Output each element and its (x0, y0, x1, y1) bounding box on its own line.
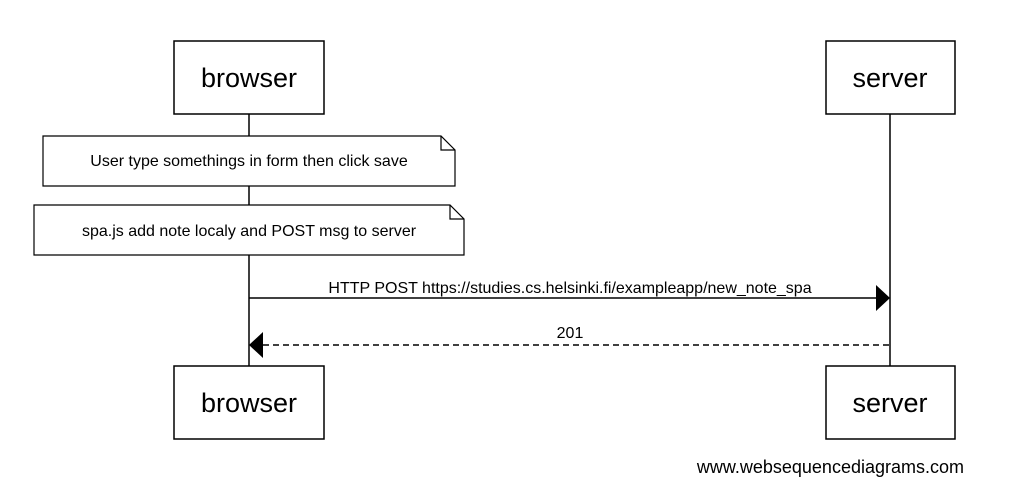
footer-watermark: www.websequencediagrams.com (696, 457, 964, 477)
note-user-action-text: User type somethings in form then click … (90, 153, 408, 170)
browser-actor-bottom-label: browser (201, 388, 297, 418)
browser-actor-bottom: browser (173, 365, 325, 440)
server-actor-top-label: server (852, 63, 927, 93)
note-user-action: User type somethings in form then click … (42, 135, 456, 187)
server-actor-bottom-label: server (852, 388, 927, 418)
message-http-post-arrowhead (876, 285, 890, 311)
message-201-arrowhead (249, 332, 263, 358)
browser-actor-top-label: browser (201, 63, 297, 93)
note-spa-post: spa.js add note localy and POST msg to s… (33, 204, 465, 256)
server-actor-top: server (825, 40, 956, 115)
message-http-post: HTTP POST https://studies.cs.helsinki.fi… (249, 280, 890, 311)
message-201-label: 201 (557, 325, 584, 342)
server-actor-bottom: server (825, 365, 956, 440)
browser-actor-top: browser (173, 40, 325, 115)
message-201-response: 201 (249, 325, 890, 358)
message-http-post-label: HTTP POST https://studies.cs.helsinki.fi… (328, 280, 811, 297)
note-spa-post-text: spa.js add note localy and POST msg to s… (82, 223, 417, 240)
